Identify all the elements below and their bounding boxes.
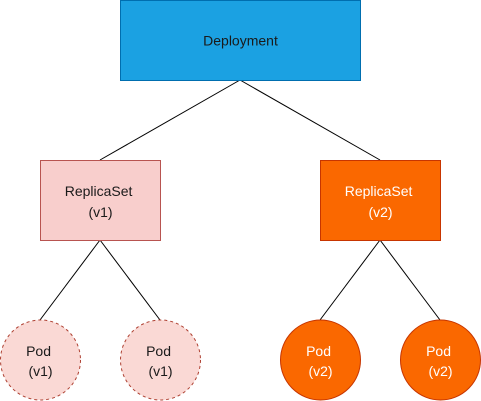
replicaset-v2-label: ReplicaSet (v2) (345, 183, 417, 220)
pod-4-label-line1: Pod (426, 343, 451, 359)
replicaset-v1-box (40, 160, 161, 241)
pod-4-label-line2: (v2) (428, 363, 452, 379)
pod-3-node: Pod (v2) (280, 319, 361, 401)
connector-replicaset-v2-to-pod-4 (379, 239, 441, 321)
pod-4-circle (400, 319, 481, 401)
replicaset-v2-node: ReplicaSet (v2) (320, 160, 441, 241)
pod-1-node: Pod (v1) (0, 319, 81, 401)
replicaset-v2-label-line1: ReplicaSet (345, 183, 413, 199)
replicaset-v2-box (320, 160, 441, 241)
pod-1-label-line2: (v1) (28, 363, 52, 379)
pod-2-label: Pod (v1) (146, 343, 175, 379)
pod-2-circle (120, 319, 201, 401)
pod-1-circle (0, 319, 81, 401)
pod-3-label-line2: (v2) (308, 363, 332, 379)
pod-2-label-line2: (v1) (148, 363, 172, 379)
replicaset-v1-label: ReplicaSet (v1) (65, 183, 137, 220)
connector-replicaset-v1-to-pod-1 (39, 239, 101, 321)
replicaset-v1-label-line2: (v1) (88, 204, 112, 220)
pod-2-node: Pod (v1) (120, 319, 201, 401)
replicaset-v1-node: ReplicaSet (v1) (40, 160, 161, 241)
connector-replicaset-v1-to-pod-2 (99, 239, 161, 321)
connector-deployment-to-replicaset-v1 (99, 79, 241, 161)
deployment-label: Deployment (203, 33, 278, 49)
pod-4-node: Pod (v2) (400, 319, 481, 401)
connector-replicaset-v2-to-pod-3 (319, 239, 381, 321)
connector-deployment-to-replicaset-v2 (239, 79, 381, 161)
connectors (39, 79, 441, 321)
deployment-box (120, 0, 361, 81)
pod-1-label: Pod (v1) (26, 343, 55, 379)
replicaset-v1-label-line1: ReplicaSet (65, 183, 133, 199)
pod-3-label: Pod (v2) (306, 343, 335, 379)
pod-4-label: Pod (v2) (426, 343, 455, 379)
pod-3-circle (280, 319, 361, 401)
replicaset-v2-label-line2: (v2) (368, 204, 392, 220)
pod-3-label-line1: Pod (306, 343, 331, 359)
deployment-node: Deployment (120, 0, 361, 81)
pod-1-label-line1: Pod (26, 343, 51, 359)
pod-2-label-line1: Pod (146, 343, 171, 359)
